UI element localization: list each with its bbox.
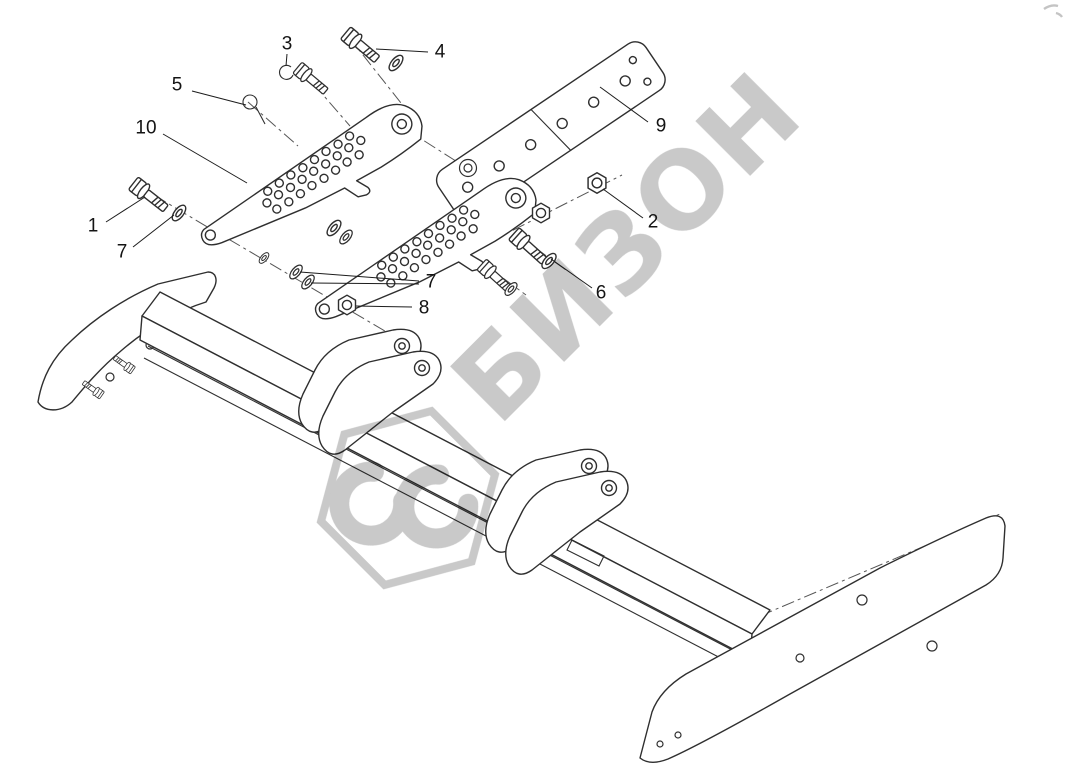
callout-label-9: 9 xyxy=(655,115,667,137)
callout-label-5: 5 xyxy=(171,74,183,96)
callout-label-3: 3 xyxy=(281,33,293,55)
callout-label-1: 1 xyxy=(87,215,99,237)
callout-label-10: 10 xyxy=(135,117,157,139)
beam-slot xyxy=(566,539,605,567)
right-frame-plate xyxy=(639,515,1006,763)
circlip-item-3 xyxy=(278,64,294,80)
callout-leaders xyxy=(105,48,649,308)
fasteners xyxy=(127,25,607,316)
bizon-logo-icon xyxy=(316,406,500,590)
corner-watermark-fragment xyxy=(1043,4,1063,18)
callout-label-6: 6 xyxy=(595,282,607,304)
machine-frame xyxy=(37,271,1006,763)
callout-label-2: 2 xyxy=(647,211,659,233)
mounting-bar xyxy=(435,41,666,219)
callout-label-4: 4 xyxy=(434,41,446,63)
ring-pin-item-5 xyxy=(242,94,258,110)
nut-arm-end xyxy=(531,202,551,224)
nut-item-8 xyxy=(337,294,357,316)
callout-label-7-mid: 7 xyxy=(425,271,437,293)
callout-label-7-left: 7 xyxy=(116,241,128,263)
callout-label-8: 8 xyxy=(418,297,430,319)
